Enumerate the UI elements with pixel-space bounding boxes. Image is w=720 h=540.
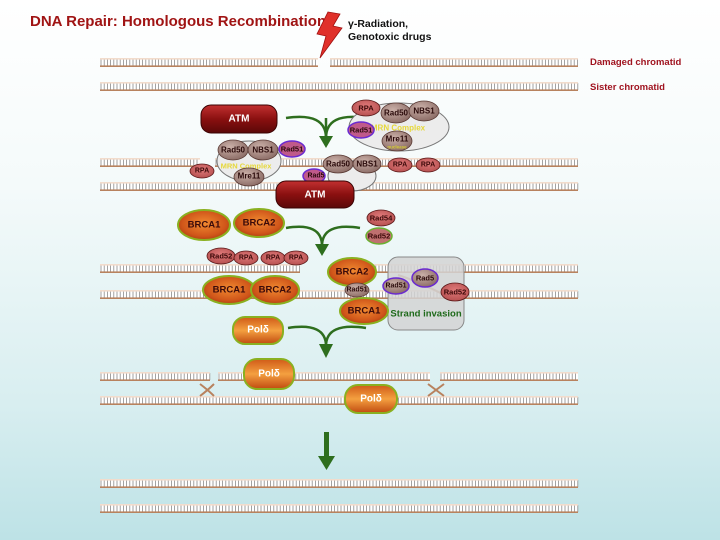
pol-delta-label-2: Polδ bbox=[258, 369, 280, 380]
damaged-dna-step4 bbox=[100, 372, 578, 381]
step-arrow-3-head bbox=[319, 344, 333, 358]
repaired-damaged-dna bbox=[100, 479, 579, 488]
rpa-label-5: RPA bbox=[239, 255, 253, 262]
rad52-label-3: Rad52 bbox=[444, 288, 467, 297]
brca2-label: BRCA2 bbox=[243, 218, 276, 229]
step-arrow-2-head bbox=[315, 244, 329, 256]
rad52-protein-3 bbox=[440, 282, 470, 302]
rad52-label-2: Rad52 bbox=[210, 252, 233, 261]
step-arrow-4 bbox=[318, 432, 335, 470]
mre11-protein-2 bbox=[233, 167, 265, 187]
rpa-label: RPA bbox=[358, 104, 374, 113]
rpa-protein-5 bbox=[233, 250, 259, 266]
damaged-chromatid-dna bbox=[100, 58, 578, 67]
sister-chromatid-dna bbox=[100, 82, 579, 91]
rad54-protein bbox=[366, 209, 396, 227]
mrn-complex-label: MRN Complex bbox=[371, 124, 426, 133]
damaged-chromatid-label: Damaged chromatid bbox=[590, 57, 682, 68]
pol-delta-label-3: Polδ bbox=[360, 394, 382, 405]
nbs1-protein-3 bbox=[352, 154, 382, 174]
step-arrow-2 bbox=[285, 225, 361, 247]
rad51-protein-5 bbox=[411, 268, 439, 288]
rpa-protein bbox=[351, 99, 381, 117]
rad5-partial-label: Rad5 bbox=[416, 274, 434, 283]
rpa-protein-2 bbox=[189, 163, 215, 179]
nbs1-protein bbox=[408, 100, 440, 122]
nbs1-protein-2 bbox=[247, 139, 279, 161]
rad51-label-6: Rad51 bbox=[385, 283, 406, 290]
nuclease-label: nuclease bbox=[387, 145, 407, 150]
rad51-protein bbox=[347, 121, 375, 139]
sister-chromatid-label: Sister chromatid bbox=[590, 82, 665, 93]
rad51-label-2: Rad51 bbox=[281, 145, 304, 154]
damage-cause-label: γ-Radiation, Genotoxic drugs bbox=[348, 18, 431, 44]
atm-protein bbox=[200, 104, 278, 134]
pol-delta-protein-3 bbox=[344, 384, 398, 414]
rad51-protein-4 bbox=[344, 282, 370, 298]
pol-delta-protein bbox=[232, 316, 284, 345]
step-arrow-1-head bbox=[319, 136, 333, 148]
rad50-label-3: Rad50 bbox=[326, 160, 351, 169]
brca2-protein bbox=[233, 208, 285, 238]
brca1-label-2: BRCA1 bbox=[213, 285, 246, 296]
rpa-label-2: RPA bbox=[195, 168, 209, 175]
mre11-label-2: Mre11 bbox=[238, 172, 261, 181]
brca1-label: BRCA1 bbox=[188, 220, 221, 231]
atm-protein-2 bbox=[275, 180, 355, 209]
mre11-protein bbox=[381, 130, 413, 152]
brca2-label-3: BRCA2 bbox=[336, 267, 369, 278]
brca2-label-2: BRCA2 bbox=[259, 285, 292, 296]
mre11-label: Mre11 bbox=[386, 135, 409, 144]
brca1-protein-3 bbox=[339, 297, 389, 325]
atm-label-2: ATM bbox=[305, 190, 326, 201]
pol-delta-protein-2 bbox=[243, 358, 295, 390]
mrn-complex-bound-label: MRN Complex bbox=[221, 162, 273, 171]
rpa-label-6: RPA bbox=[266, 255, 280, 262]
rpa-label-3: RPA bbox=[393, 162, 407, 169]
rad51-protein-6 bbox=[382, 277, 410, 295]
rad51-label-4: Rad51 bbox=[346, 287, 367, 294]
nbs1-label: NBS1 bbox=[413, 107, 435, 116]
repaired-sister-dna bbox=[100, 504, 579, 513]
sister-dna-step3 bbox=[100, 290, 579, 299]
pol-delta-label: Polδ bbox=[247, 325, 269, 336]
rad52-protein bbox=[365, 227, 393, 245]
cause-line-2: Genotoxic drugs bbox=[348, 31, 432, 43]
cause-line-1: -Radiation, bbox=[353, 18, 409, 30]
rpa-protein-3 bbox=[387, 157, 413, 173]
rad50-label: Rad50 bbox=[384, 109, 409, 118]
lightning-bolt-icon bbox=[316, 11, 343, 59]
rpa-protein-7 bbox=[283, 250, 309, 266]
brca2-protein-2 bbox=[250, 275, 300, 305]
rad51-partial-label: Rad5 bbox=[307, 173, 324, 180]
step-arrow-3 bbox=[287, 325, 367, 347]
brca1-protein bbox=[177, 209, 231, 241]
rad54-label: Rad54 bbox=[370, 214, 393, 223]
rpa-label-4: RPA bbox=[421, 162, 435, 169]
atm-label: ATM bbox=[229, 114, 250, 125]
page-title: DNA Repair: Homologous Recombination bbox=[30, 13, 327, 30]
rpa-protein-4 bbox=[415, 157, 441, 173]
brca1-label-3: BRCA1 bbox=[348, 306, 381, 317]
rad50-label-2: Rad50 bbox=[221, 146, 246, 155]
strand-invasion-label: Strand invasion bbox=[390, 309, 461, 320]
sister-dna-step4 bbox=[100, 396, 579, 405]
rad51-label: Rad51 bbox=[350, 126, 373, 135]
rpa-label-7: RPA bbox=[289, 255, 303, 262]
gamma-symbol: γ bbox=[348, 18, 354, 30]
nbs1-label-3: NBS1 bbox=[356, 160, 378, 169]
nbs1-label-2: NBS1 bbox=[252, 146, 274, 155]
rad52-label: Rad52 bbox=[368, 232, 391, 241]
rad51-protein-2 bbox=[278, 140, 306, 158]
